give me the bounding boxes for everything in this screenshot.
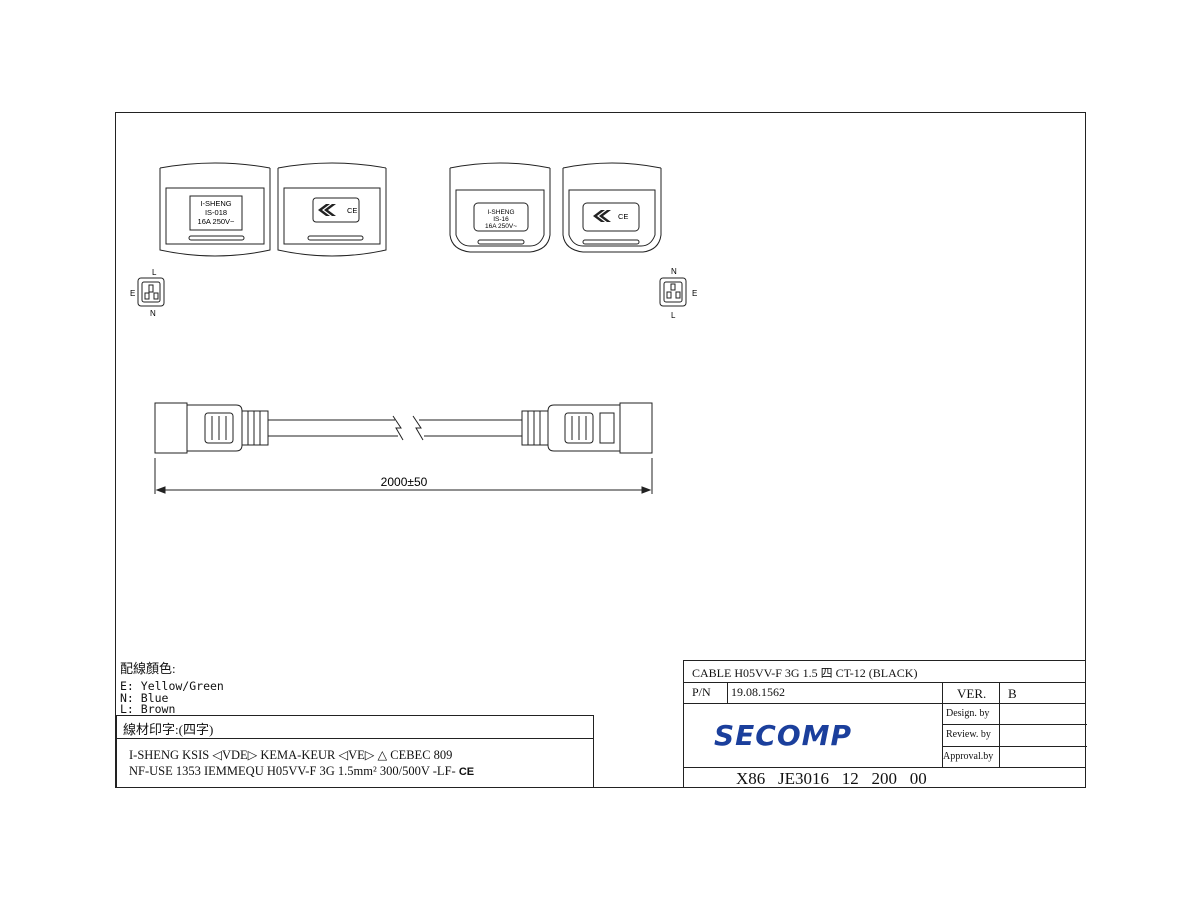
pin-label-left-e: E — [130, 289, 135, 298]
print-line-2-text: NF-USE 1353 IEMMEQU H05VV-F 3G 1.5mm² 30… — [129, 764, 456, 778]
plug2-ce-mark: CE — [347, 206, 357, 215]
cable-spec: CABLE H05VV-F 3G 1.5 四 CT-12 (BLACK) — [692, 666, 918, 680]
pin-face-left — [137, 277, 165, 307]
plug4-ce-mark: CE — [618, 212, 628, 221]
dimension-text: 2000±50 — [381, 475, 428, 489]
dimension-line — [154, 458, 653, 494]
cable-print-box: 線材印字:(四字) I-SHENG KSIS ◁VDE▷ KEMA-KEUR ◁… — [116, 715, 594, 788]
cable-assembly — [154, 402, 653, 454]
secomp-logo: SECOMP — [714, 719, 853, 752]
pin-label-right-e: E — [692, 289, 697, 298]
plug-view-4 — [562, 162, 662, 253]
print-box-title: 線材印字:(四字) — [123, 722, 214, 737]
plug1-model: IS-018 — [205, 208, 227, 217]
design-by-label: Design. by — [946, 708, 990, 719]
kema-mark-icon — [318, 204, 611, 222]
plug3-brand: I-SHENG — [487, 209, 514, 216]
part-code: X86 JE3016 12 200 00 — [736, 769, 927, 788]
pn-label: P/N — [692, 685, 711, 699]
pin-label-right-n: N — [671, 267, 677, 276]
plug-view-3 — [449, 162, 551, 253]
plug-view-1 — [159, 162, 271, 257]
wiring-line-e: E: Yellow/Green — [120, 679, 224, 693]
print-line-2: NF-USE 1353 IEMMEQU H05VV-F 3G 1.5mm² 30… — [129, 764, 474, 779]
plug3-model: IS-16 — [493, 216, 509, 223]
wiring-line-l: L: Brown — [120, 702, 176, 716]
title-block: CABLE H05VV-F 3G 1.5 四 CT-12 (BLACK) P/N… — [683, 660, 1087, 788]
wiring-title: 配線顏色: — [120, 661, 176, 676]
pn-value: 19.08.1562 — [731, 685, 785, 699]
ver-label: VER. — [957, 686, 987, 701]
wiring-line-n: N: Blue — [120, 691, 169, 705]
pin-label-left-l: L — [152, 268, 157, 277]
pin-label-right-l: L — [671, 311, 676, 320]
pin-face-right — [659, 277, 687, 307]
approval-by-label: Approval.by — [943, 751, 994, 762]
ver-value: B — [1008, 686, 1017, 701]
print-ce-mark: CE — [458, 766, 475, 778]
print-line-1: I-SHENG KSIS ◁VDE▷ KEMA-KEUR ◁VE▷ △ CEBE… — [129, 748, 453, 762]
drawing-frame — [115, 112, 1086, 788]
plug1-brand: I-SHENG — [200, 199, 231, 208]
pin-label-left-n: N — [150, 309, 156, 318]
plug3-rating: 16A 250V~ — [485, 223, 517, 230]
plug-view-2 — [277, 162, 387, 257]
plug1-rating: 16A 250V~ — [198, 217, 236, 226]
review-by-label: Review. by — [946, 729, 991, 740]
print-box-divider — [117, 738, 593, 739]
